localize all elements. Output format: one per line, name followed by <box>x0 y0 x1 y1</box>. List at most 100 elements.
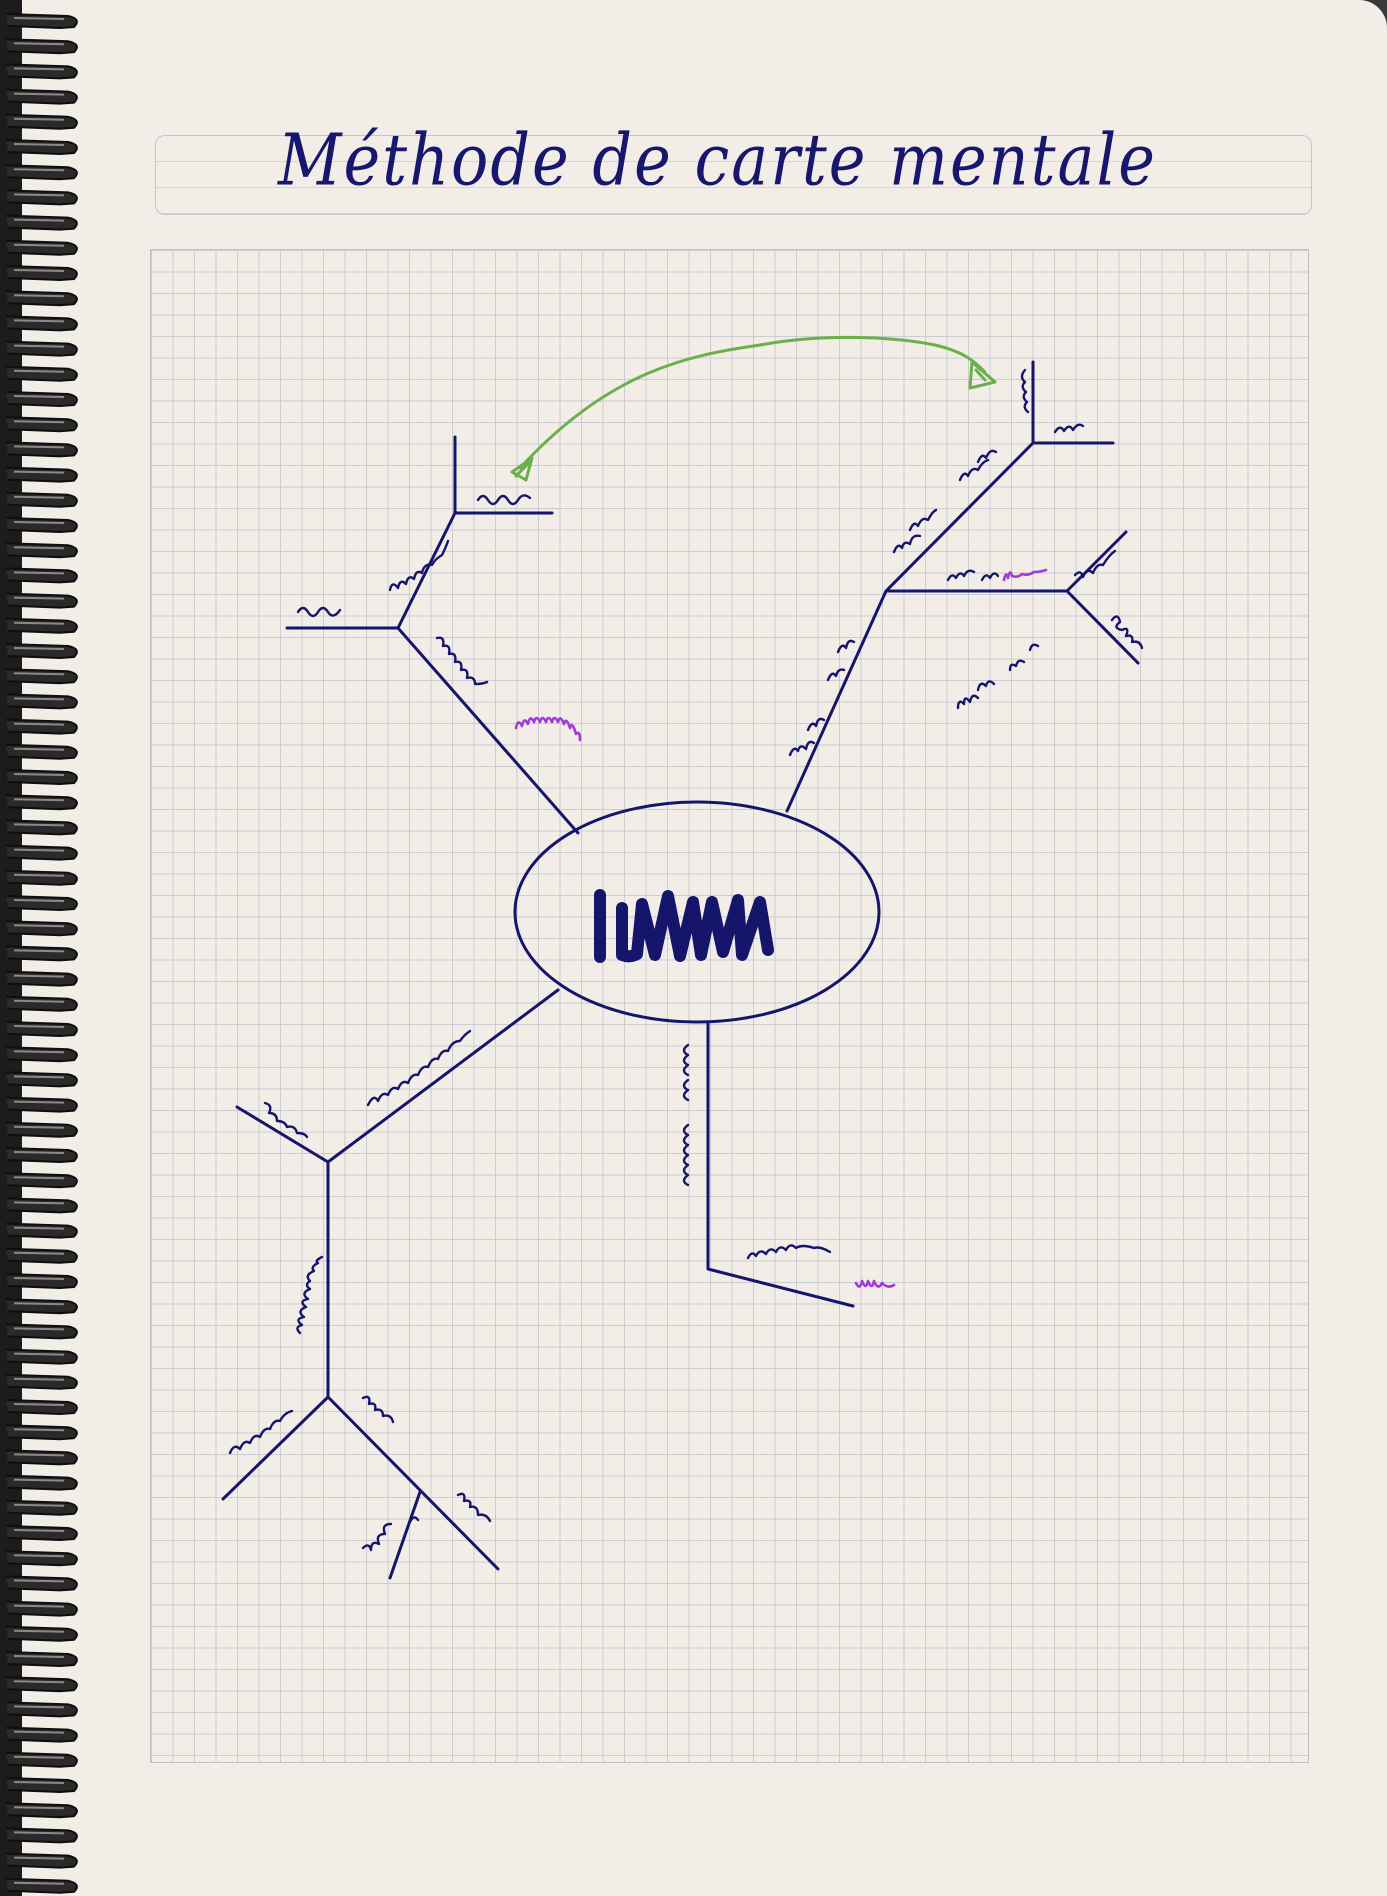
spiral-coil <box>5 517 78 534</box>
keyword-scribble <box>956 643 1040 710</box>
spiral-coil <box>5 567 78 584</box>
keyword-scribble <box>296 1255 324 1335</box>
arrow-head-right <box>968 360 997 390</box>
spiral-coil <box>5 844 78 861</box>
keyword-scribble <box>682 1043 690 1187</box>
accent-scribble <box>854 1279 896 1288</box>
spiral-binding-icon <box>0 0 78 1896</box>
spiral-coil <box>5 769 78 786</box>
spiral-coil <box>5 617 78 634</box>
spiral-coil <box>5 164 78 181</box>
spiral-coil <box>5 1625 78 1642</box>
spiral-coil <box>5 1147 78 1164</box>
keyword-scribble <box>1020 368 1030 414</box>
spiral-coil <box>5 743 78 760</box>
accent-scribbles <box>514 568 1048 1288</box>
branch-bottom <box>706 1020 855 1308</box>
spiral-coil <box>5 13 78 30</box>
spiral-coil <box>5 1197 78 1214</box>
spiral-coil <box>5 1096 78 1113</box>
spiral-coil <box>5 1273 78 1290</box>
keyword-scribble <box>361 1516 420 1552</box>
curved-double-arrow-icon <box>510 335 997 482</box>
spiral-coil <box>5 1046 78 1063</box>
keyword-scribble <box>366 1029 472 1107</box>
central-keyword-scribble <box>594 889 774 963</box>
central-node <box>513 800 881 1024</box>
page-title: Méthode de carte mentale <box>278 118 1157 202</box>
spiral-coil <box>5 239 78 256</box>
spiral-coil <box>5 1550 78 1567</box>
spiral-coil <box>5 1701 78 1718</box>
spiral-coil <box>5 265 78 282</box>
spiral-coil <box>5 1499 78 1516</box>
spiral-coil <box>5 945 78 962</box>
spiral-coil <box>5 895 78 912</box>
spiral-coil <box>5 1676 78 1693</box>
spiral-coil <box>5 995 78 1012</box>
keyword-scribble <box>892 449 998 554</box>
spiral-coil <box>5 1474 78 1491</box>
spiral-coil <box>5 63 78 80</box>
spiral-coil <box>5 1525 78 1542</box>
spiral-coil <box>5 189 78 206</box>
spiral-coil <box>5 1348 78 1365</box>
accent-scribble <box>514 716 582 742</box>
spiral-coil <box>5 1726 78 1743</box>
spiral-coil <box>5 1071 78 1088</box>
spiral-coil <box>5 1247 78 1264</box>
central-scribble <box>594 889 774 963</box>
spiral-coil <box>5 1121 78 1138</box>
spiral-coil <box>5 1323 78 1340</box>
spiral-coil <box>5 718 78 735</box>
spiral-coil <box>5 1777 78 1794</box>
keyword-scribble <box>361 1395 395 1424</box>
spiral-coil <box>5 1802 78 1819</box>
keyword-scribbles <box>228 368 1144 1552</box>
grid-paper <box>150 249 1309 1763</box>
spiral-coil <box>5 1751 78 1768</box>
keyword-scribble <box>946 569 1000 582</box>
spiral-coil <box>5 38 78 55</box>
spiral-coil <box>5 113 78 130</box>
keyword-scribble <box>476 494 532 506</box>
spiral-coil <box>5 1399 78 1416</box>
spiral-coil <box>5 214 78 231</box>
branch-bottom-left <box>221 988 560 1580</box>
spiral-coil <box>5 416 78 433</box>
keyword-scribble <box>1110 615 1144 650</box>
spiral-coil <box>5 340 78 357</box>
spiral-coil <box>5 542 78 559</box>
spiral-coil <box>5 643 78 660</box>
spiral-coil <box>5 920 78 937</box>
spiral-coil <box>5 668 78 685</box>
title-box <box>155 135 1312 215</box>
spiral-coil <box>5 365 78 382</box>
keyword-scribble <box>456 1492 492 1523</box>
spiral-coil <box>5 1651 78 1668</box>
spiral-coil <box>5 88 78 105</box>
spiral-coil <box>5 491 78 508</box>
arrow-curve <box>518 335 987 470</box>
spiral-coil <box>5 1021 78 1038</box>
spiral-coil <box>5 315 78 332</box>
branch-top-left <box>285 435 580 835</box>
keyword-scribble <box>1073 549 1117 579</box>
spiral-coil <box>5 1424 78 1441</box>
spiral-coil <box>5 139 78 156</box>
arrow-head-left <box>510 456 534 482</box>
keyword-scribble <box>1053 423 1085 434</box>
spiral-coil <box>5 1600 78 1617</box>
spiral-coil <box>5 1877 78 1894</box>
keyword-scribble <box>263 1101 309 1139</box>
mind-map-branches <box>221 360 1140 1580</box>
spiral-coil <box>5 1575 78 1592</box>
spiral-coil <box>5 693 78 710</box>
branch-top-right <box>785 360 1140 813</box>
spiral-coil <box>5 1852 78 1869</box>
keyword-scribble <box>788 639 856 757</box>
spiral-coil <box>5 869 78 886</box>
spiral-coil <box>5 1172 78 1189</box>
spiral-coil <box>5 1222 78 1239</box>
